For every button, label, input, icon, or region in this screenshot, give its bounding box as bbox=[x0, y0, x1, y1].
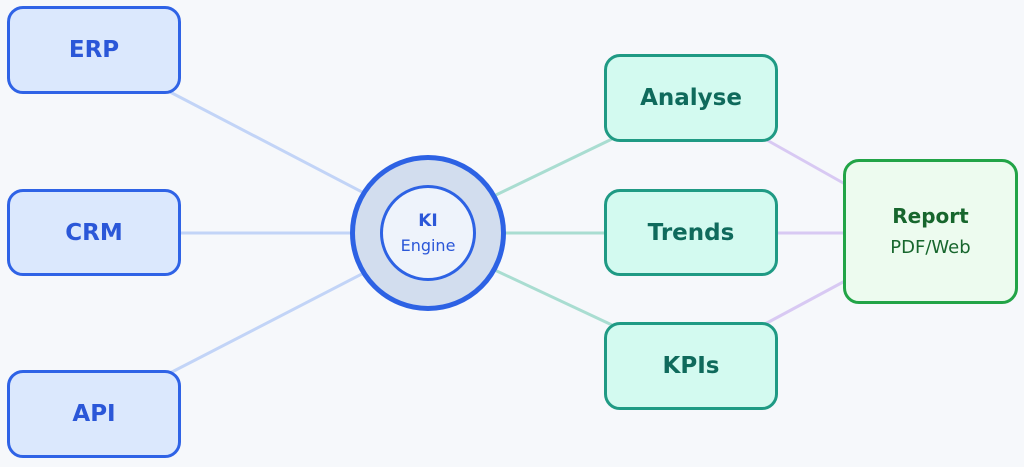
engine-subtitle: Engine bbox=[400, 235, 456, 255]
step-node-kpis: KPIs bbox=[604, 322, 778, 410]
link-analyse-report bbox=[764, 137, 846, 186]
step-label-kpis: KPIs bbox=[662, 353, 720, 379]
engine-hub: KI Engine bbox=[380, 185, 476, 281]
step-node-analyse: Analyse bbox=[604, 54, 778, 142]
engine-title: KI bbox=[418, 210, 438, 231]
source-node-api: API bbox=[7, 370, 181, 458]
report-title: Report bbox=[892, 203, 969, 228]
step-label-trends: Trends bbox=[647, 219, 735, 246]
link-api-engine bbox=[169, 259, 388, 375]
source-node-erp: ERP bbox=[7, 6, 181, 94]
source-label-erp: ERP bbox=[68, 37, 120, 63]
step-label-analyse: Analyse bbox=[640, 85, 742, 111]
step-node-trends: Trends bbox=[604, 189, 778, 276]
report-subtitle: PDF/Web bbox=[890, 236, 971, 258]
link-erp-engine bbox=[169, 90, 388, 207]
source-label-crm: CRM bbox=[65, 219, 123, 246]
source-node-crm: CRM bbox=[7, 189, 181, 276]
output-node-report: Report PDF/Web bbox=[843, 159, 1018, 304]
source-label-api: API bbox=[72, 401, 116, 427]
engine-hub-ring bbox=[350, 155, 506, 311]
link-kpis-report bbox=[764, 279, 846, 326]
